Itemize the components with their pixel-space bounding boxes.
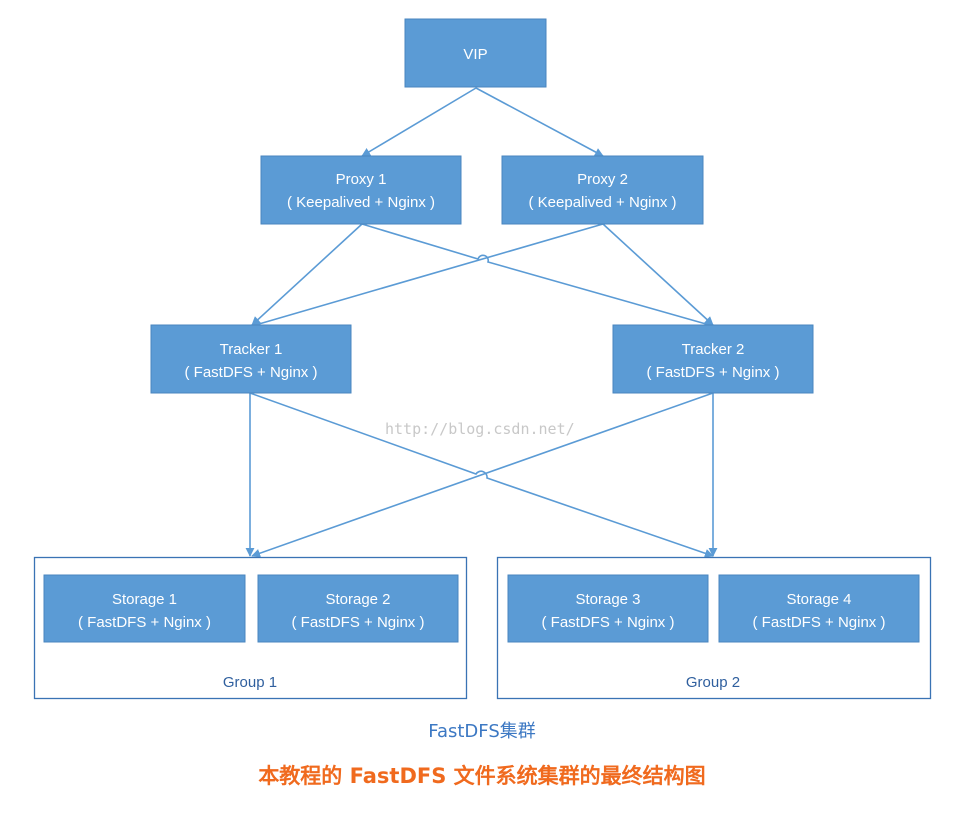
vip-label: VIP <box>463 46 487 63</box>
storage-4-title: Storage 4 <box>786 591 851 608</box>
group-1: Storage 1 ( FastDFS + Nginx ) Storage 2 … <box>33 556 468 700</box>
edge-proxy1-tracker2 <box>361 223 714 329</box>
tracker-1-title: Tracker 1 <box>220 341 283 358</box>
edge-proxy2-tracker2 <box>602 223 714 326</box>
tracker-1-subtitle: ( FastDFS + Nginx ) <box>185 364 318 381</box>
storage-1-title: Storage 1 <box>112 591 177 608</box>
cluster-caption: FastDFS集群 <box>428 721 536 742</box>
edge-tracker1-group2 <box>249 392 714 558</box>
storage-1-subtitle: ( FastDFS + Nginx ) <box>78 614 211 631</box>
tracker-2-node: Tracker 2 ( FastDFS + Nginx ) <box>612 324 814 394</box>
edge-proxy2-tracker1 <box>251 223 604 329</box>
edge-vip-proxy1 <box>361 87 477 157</box>
tracker-2-subtitle: ( FastDFS + Nginx ) <box>647 364 780 381</box>
group-1-frame <box>33 556 468 700</box>
storage-4-node: Storage 4 ( FastDFS + Nginx ) <box>718 574 920 643</box>
storage-3-subtitle: ( FastDFS + Nginx ) <box>542 614 675 631</box>
proxy-1-subtitle: ( Keepalived + Nginx ) <box>287 194 435 211</box>
group-2-frame <box>496 556 932 700</box>
page-caption: 本教程的 FastDFS 文件系统集群的最终结构图 <box>258 764 705 788</box>
tracker-2-title: Tracker 2 <box>682 341 745 358</box>
edge-tracker2-group1 <box>251 392 714 558</box>
tracker-1-node: Tracker 1 ( FastDFS + Nginx ) <box>150 324 352 394</box>
storage-2-subtitle: ( FastDFS + Nginx ) <box>292 614 425 631</box>
group-2: Storage 3 ( FastDFS + Nginx ) Storage 4 … <box>496 556 932 700</box>
storage-2-title: Storage 2 <box>325 591 390 608</box>
storage-4-subtitle: ( FastDFS + Nginx ) <box>753 614 886 631</box>
proxy-2-subtitle: ( Keepalived + Nginx ) <box>529 194 677 211</box>
edge-proxy1-tracker1 <box>251 223 363 326</box>
group-2-label: Group 2 <box>686 674 740 691</box>
storage-3-title: Storage 3 <box>575 591 640 608</box>
proxy-2-title: Proxy 2 <box>577 171 628 188</box>
group-1-label: Group 1 <box>223 674 277 691</box>
edge-vip-proxy2 <box>475 87 604 157</box>
proxy-1-node: Proxy 1 ( Keepalived + Nginx ) <box>260 155 462 225</box>
edges <box>245 87 718 558</box>
storage-3-node: Storage 3 ( FastDFS + Nginx ) <box>507 574 709 643</box>
vip-node: VIP <box>404 18 547 88</box>
watermark: http://blog.csdn.net/ <box>385 420 575 438</box>
proxy-2-node: Proxy 2 ( Keepalived + Nginx ) <box>501 155 704 225</box>
storage-2-node: Storage 2 ( FastDFS + Nginx ) <box>257 574 459 643</box>
storage-1-node: Storage 1 ( FastDFS + Nginx ) <box>43 574 246 643</box>
proxy-1-title: Proxy 1 <box>336 171 387 188</box>
